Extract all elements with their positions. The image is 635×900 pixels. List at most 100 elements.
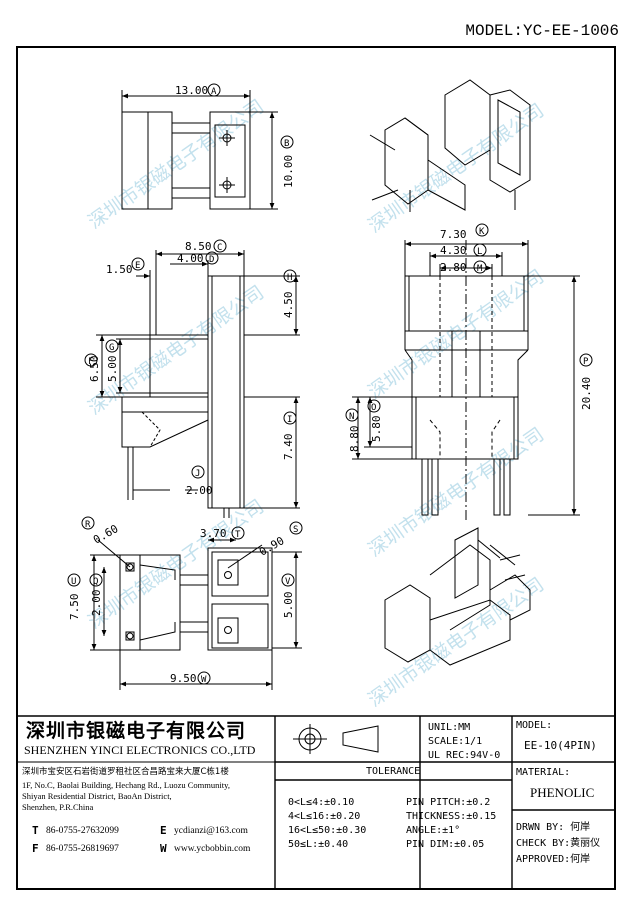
dim-F-letter: F (88, 357, 93, 367)
pin-tolerance-row: ANGLE:±1° (406, 825, 461, 836)
dim-R-value: 0.60 (91, 522, 120, 547)
dim-M-value: 2.80 (440, 261, 467, 274)
pin-tolerance-row: PIN DIM:±0.05 (406, 839, 485, 850)
dim-T: 3.70 T (200, 526, 245, 540)
dim-B: 10.00 B (280, 135, 295, 188)
material-value: PHENOLIC (530, 785, 595, 800)
dim-A-value: 13.00 (175, 84, 208, 97)
dim-W-value: 9.50 (170, 672, 197, 685)
dim-G-value: 5.00 (106, 356, 119, 383)
dim-J-value: 2.00 (186, 484, 213, 497)
address-cn: 深圳市宝安区石岩街道罗租社区合昌路宝来大厦C栋1楼 (22, 767, 229, 777)
dim-I: 7.40I (282, 411, 297, 461)
company-name-en: SHENZHEN YINCI ELECTRONICS CO.,LTD (24, 743, 256, 757)
unit-text: UNIL:MM (428, 722, 471, 733)
dim-W-letter: W (201, 675, 207, 685)
dim-B-value: 10.00 (282, 155, 295, 188)
fax-label: F (32, 842, 39, 855)
dim-K-value: 7.30 (440, 228, 467, 241)
web-label: W (160, 842, 167, 855)
dim-O-value: 5.80 (370, 416, 383, 443)
dim-Q: 2.00 Q (89, 573, 103, 617)
dim-E-letter: E (135, 261, 140, 271)
dim-C: 8.50 C (185, 239, 227, 253)
approved-by: APPROVED:何岸 (516, 854, 591, 865)
web-link[interactable]: www.ycbobbin.com (174, 844, 251, 854)
dim-L: 4.30 L (440, 243, 487, 257)
dim-E-value: 1.50 (106, 263, 133, 276)
dim-H-letter: H (287, 273, 292, 283)
tolerance-row: 4<L≤16:±0.20 (288, 811, 361, 822)
dim-L-value: 4.30 (440, 244, 467, 257)
check-by: CHECK BY:黄丽仪 (516, 838, 601, 849)
dim-S: 0.90S (257, 521, 303, 559)
dim-U: 7.50 U (67, 573, 81, 621)
dim-N: 8.80N (345, 408, 361, 452)
tel-label: T (32, 824, 39, 837)
dim-F-value: 6.50 (88, 356, 101, 383)
bottom-view (90, 537, 302, 690)
dim-G: 5.00 G (105, 339, 119, 383)
dim-W: 9.50 W (170, 671, 211, 685)
address-en-3: Shenzhen, P.R.China (22, 802, 94, 812)
dim-V: 5.00 V (281, 573, 295, 619)
top-view (121, 90, 278, 210)
dim-P-letter: P (583, 357, 589, 367)
tolerance-title: TOLERANCE (366, 766, 421, 777)
tolerance-row: 16<L≤50:±0.30 (288, 825, 367, 836)
dim-Q-value: 2.00 (90, 590, 103, 617)
dim-P: 20.40 P (579, 353, 593, 410)
projection-symbol (293, 724, 379, 754)
tolerance-row: 0<L≤4:±0.10 (288, 797, 355, 808)
title-block-grid (16, 715, 616, 890)
dim-O-letter: O (371, 403, 376, 413)
pin-tolerance-row: PIN PITCH:±0.2 (406, 797, 491, 808)
dim-S-letter: S (293, 525, 298, 535)
iso-view-top (369, 79, 531, 212)
tel-number: 86-0755-27632099 (46, 826, 119, 836)
ul-text: UL REC:94V-0 (428, 750, 501, 761)
drawing-frame (16, 46, 616, 890)
dim-D-letter: D (209, 255, 214, 265)
tolerance-row: 50≤L:±0.40 (288, 839, 349, 850)
dim-C-letter: C (217, 243, 222, 253)
dim-H: 4.50 H (282, 269, 297, 319)
dim-A-letter: A (211, 87, 217, 97)
dim-P-value: 20.40 (580, 377, 593, 410)
side-view (96, 250, 300, 518)
model-label: MODEL: (516, 720, 553, 731)
email-link[interactable]: ycdianzi@163.com (174, 826, 248, 836)
drawn-by: DRWN BY: 何岸 (516, 822, 591, 833)
dim-G-letter: G (109, 343, 114, 353)
email-label: E (160, 824, 167, 837)
iso-view-bottom (384, 527, 531, 666)
dim-H-value: 4.50 (282, 292, 295, 319)
dim-B-letter: B (284, 139, 289, 149)
dim-N-letter: N (349, 412, 354, 422)
dim-U-value: 7.50 (68, 594, 81, 621)
dim-O: 5.80 O (367, 399, 383, 443)
address-en-1: 1F, No.C, Baolai Building, Hechang Rd., … (22, 780, 230, 790)
dim-V-value: 5.00 (282, 592, 295, 619)
material-label: MATERIAL: (516, 767, 571, 778)
dim-T-letter: T (235, 530, 241, 540)
dim-Q-letter: Q (93, 577, 98, 587)
front-view (352, 240, 580, 520)
dim-C-value: 8.50 (185, 240, 212, 253)
dim-J: 2.00J (186, 465, 213, 497)
model-value: EE-10(4PIN) (524, 739, 597, 752)
dim-L-letter: L (477, 247, 482, 257)
dim-T-value: 3.70 (200, 527, 227, 540)
fax-number: 86-0755-26819697 (46, 844, 119, 854)
dim-R-letter: R (85, 520, 91, 530)
dim-U-letter: U (71, 577, 76, 587)
drawing-model-title: MODEL:YC-EE-1006 (465, 22, 619, 40)
dim-V-letter: V (285, 577, 291, 587)
dim-I-value: 7.40 (282, 434, 295, 461)
